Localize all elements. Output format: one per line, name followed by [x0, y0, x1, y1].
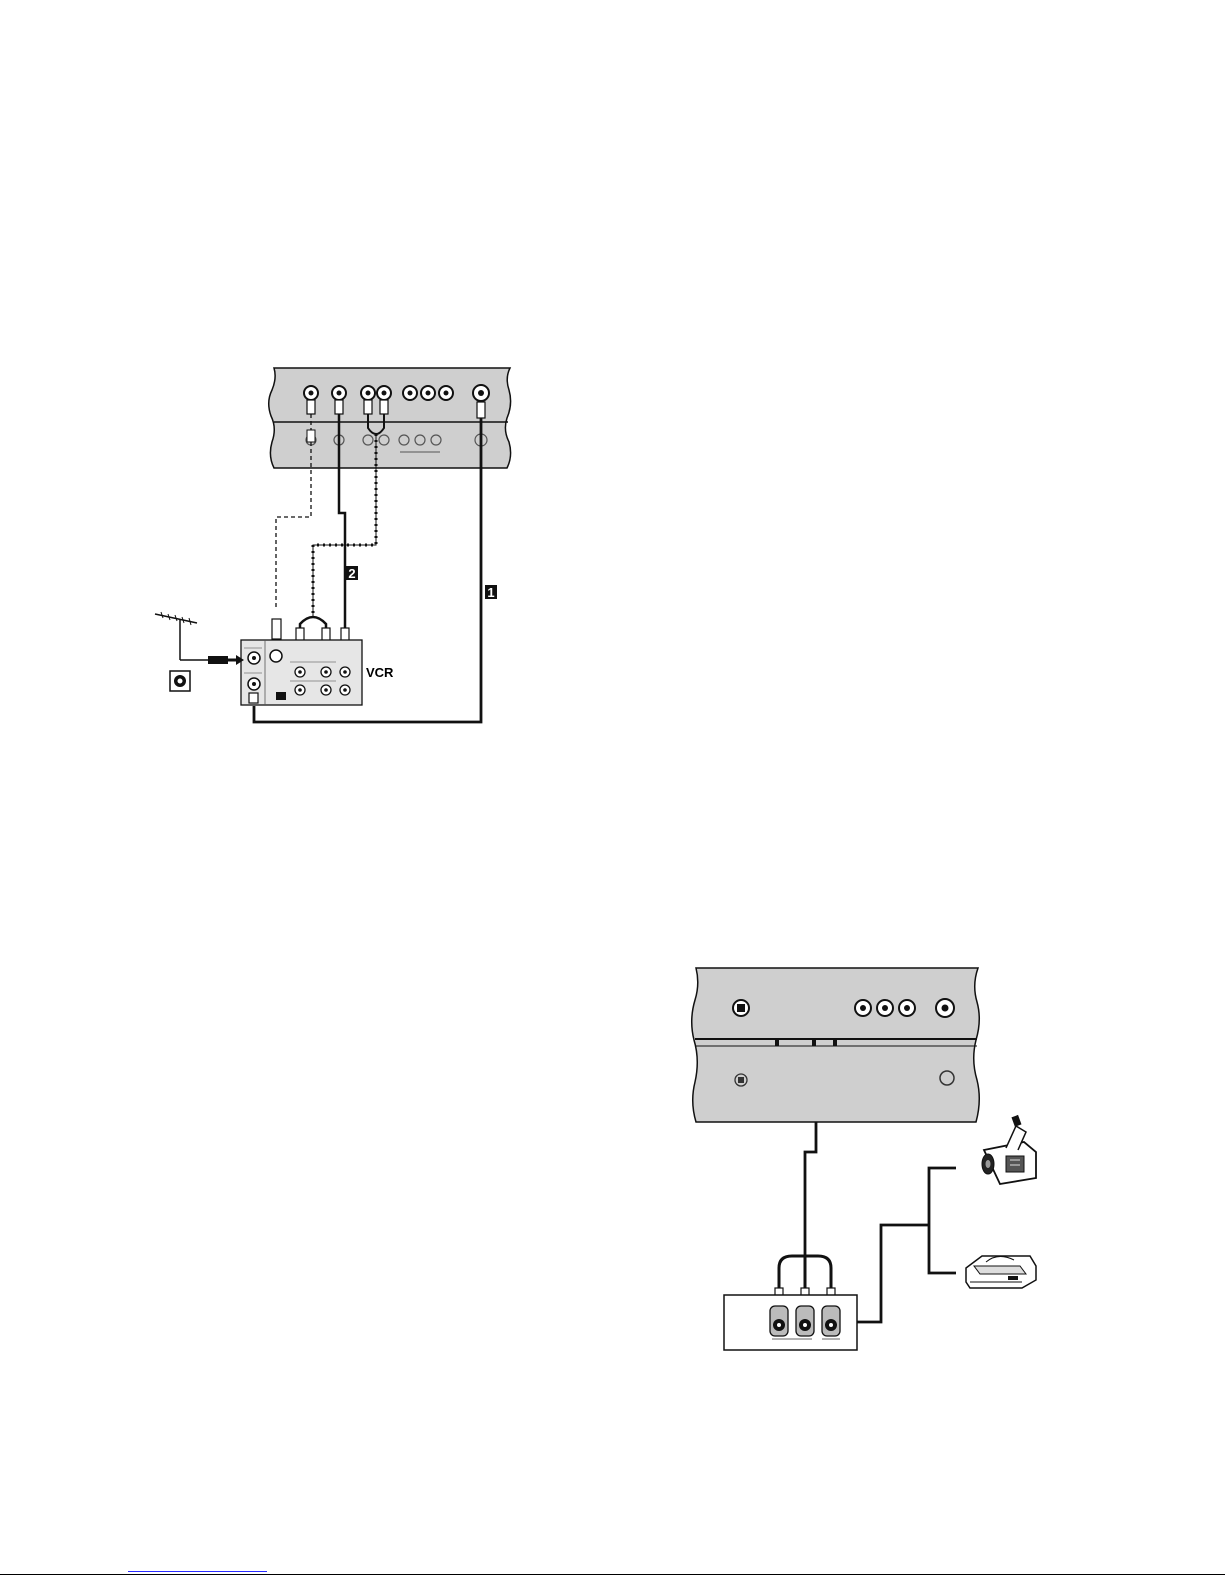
tv-audio-l-jack-1 — [361, 386, 375, 400]
game-console-icon — [966, 1256, 1036, 1288]
tv-antenna-jack-1 — [473, 385, 489, 401]
cable-label-2-text: 2 — [348, 566, 355, 581]
cable-label-2: 2 — [346, 566, 358, 581]
vcr-label: VCR — [366, 665, 394, 680]
antenna-icon — [155, 612, 197, 660]
tv-back-panel-1 — [269, 368, 511, 468]
cable-label-1-text: 1 — [487, 585, 494, 600]
camcorder-connection-diagram — [692, 968, 1036, 1350]
camcorder-icon — [982, 1115, 1036, 1184]
cables-diagram-2 — [775, 1122, 956, 1322]
footer-rule — [0, 1574, 1225, 1575]
tv-video-jack-2 — [899, 1000, 915, 1016]
tv-audio-r-jack-2 — [877, 1000, 893, 1016]
tv-component-pr-jack — [439, 386, 453, 400]
tv-antenna-jack-2 — [936, 999, 954, 1017]
vcr-connection-diagram: 2 1 VCR — [155, 368, 511, 722]
tv-audio-l-jack-2 — [855, 1000, 871, 1016]
footer-link-underline — [128, 1571, 267, 1572]
vcr-back-panel — [241, 640, 362, 705]
tv-audio-r-jack-1 — [377, 386, 391, 400]
av-input-panel — [724, 1295, 857, 1350]
tv-component-pb-jack — [421, 386, 435, 400]
tv-component-y-jack — [403, 386, 417, 400]
antenna-cable — [180, 655, 244, 665]
tv-svideo-jack-1 — [304, 386, 318, 400]
wall-jack-icon — [170, 671, 190, 691]
tv-back-panel-2 — [692, 968, 980, 1122]
tv-video-jack-1 — [332, 386, 346, 400]
cable-label-1: 1 — [485, 585, 497, 600]
tv-svideo-jack-2 — [733, 1000, 749, 1016]
